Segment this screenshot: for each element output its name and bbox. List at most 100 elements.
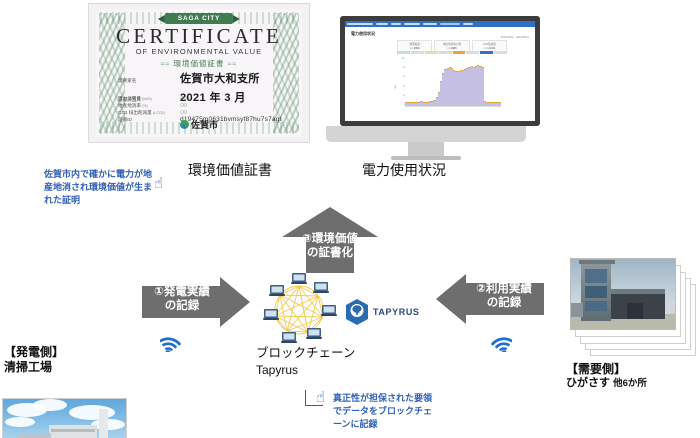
chart-bar <box>477 65 480 106</box>
certificate-metrics: 電力消費量 (kWh) ○○ 地産地消率 (%) ○○ CO2 排出削減量 (t <box>118 95 288 123</box>
metric-row: 電力消費量 (kWh) ○○ <box>118 95 288 102</box>
metric-row: CO2 排出削減量 (t-CO2) ○○ <box>118 109 288 116</box>
metric-row: 地産地消率 (%) ○○ <box>118 102 288 109</box>
metric-value-certificate-id: d19475m0631bvmsyf87hu7s7agl <box>180 116 282 123</box>
browser-menu-item[interactable] <box>391 23 401 25</box>
chart-bar <box>442 73 445 106</box>
demand-site-photo <box>570 258 676 330</box>
chart-y-tick: 20 <box>402 94 405 97</box>
chart-bar <box>457 70 460 106</box>
plant-building-band <box>51 429 95 432</box>
chart-bar <box>424 102 427 106</box>
field-label-month: 証書該当月 <box>118 97 141 102</box>
plant-chimney <box>99 409 108 438</box>
plant-caption: 【発電側】 清掃工場 <box>4 345 64 375</box>
dashboard-stat-cards: 総発電量 ○○ kWh 地産地消電力量 ○○ kWh CO2削減量 ○○ t-C… <box>397 40 507 52</box>
chart-bar <box>459 70 462 106</box>
tapyrus-logo: TAPYRUS <box>345 299 437 325</box>
arrow-up-shape <box>282 207 378 273</box>
stat-card-label: CO2削減量 <box>482 43 496 46</box>
demand-caption-line2: ひがさす 他6か所 <box>566 377 647 391</box>
building-glass-panel <box>585 286 607 298</box>
chart-y-axis: 100806040200 <box>397 58 405 106</box>
metric-label-co2-reduction: CO2 排出削減量 (t-CO2) <box>118 110 180 116</box>
tapyrus-wordmark: TAPYRUS <box>373 307 420 317</box>
certificate-ornament-left <box>99 13 125 133</box>
chart-bar <box>415 102 419 106</box>
chart-y-tick: 60 <box>402 76 405 79</box>
chart-bar <box>494 101 497 106</box>
pointing-hand-icon: ☝ <box>154 175 164 192</box>
photo-cloud <box>91 419 125 430</box>
annotation-blockchain-note: 真正性が担保された要領でデータをブロックチェーンに記録 <box>333 393 433 430</box>
saga-city-swirl-icon <box>179 120 189 129</box>
building-glass-panel <box>585 301 607 311</box>
power-usage-chart: 100806040200 kWh <box>395 56 507 116</box>
chart-plot-area <box>405 58 502 106</box>
photo-cloud <box>33 399 67 411</box>
plant-caption-line2: 清掃工場 <box>4 360 53 374</box>
chart-bar <box>485 101 489 106</box>
stat-card-label: 地産地消電力量 <box>442 43 462 46</box>
arrow-left-label: ①発電実績 の記録 <box>142 286 222 314</box>
chart-bar <box>407 102 410 106</box>
arrow-up-label-line2: の証書化 <box>307 246 353 259</box>
annotation-certificate-note: 佐賀市内で確かに電力が地産地消され環境価値が生まれた証明 <box>44 169 153 206</box>
chart-bar <box>490 101 493 106</box>
certificate-field-row: 需要家名 佐賀市大和支所 <box>118 70 288 86</box>
metric-label-certificate-id: 証書ID <box>118 116 132 122</box>
arrow-usage-record: ②利用実績 の記録 <box>436 274 544 324</box>
blockchain-node-mesh <box>263 273 337 343</box>
saga-city-logo-text: 佐賀市 <box>190 120 218 130</box>
certificate-japanese-title-text: 環境価値証書 <box>173 59 225 68</box>
metric-label-text: 地産地消率 <box>118 102 141 108</box>
building-entrance <box>627 303 643 319</box>
chart-bar <box>499 101 502 106</box>
certificate-footer-logo: 佐賀市 <box>96 118 302 131</box>
building-roof-cap <box>579 260 615 264</box>
laptop-node-icons <box>263 273 337 343</box>
browser-active-tab[interactable] <box>440 23 460 25</box>
arrow-up-label: ③環境価値 の証書化 <box>282 233 378 261</box>
browser-title-bar <box>345 21 535 27</box>
browser-menu-item[interactable] <box>376 23 388 25</box>
arrow-certification: ③環境価値 の証書化 <box>282 207 378 273</box>
chart-bar <box>475 65 478 106</box>
chart-bar <box>429 101 432 106</box>
chart-bar <box>420 101 423 106</box>
chart-bar <box>470 66 473 106</box>
browser-menu-item[interactable] <box>463 23 473 25</box>
monitor-stand-base <box>391 156 461 160</box>
power-plant-photo <box>2 398 127 438</box>
desktop-monitor: 電力使用状況 2021/03/01 - 2021/03/31 総発電量 ○○ k… <box>326 16 554 160</box>
certificate-ornament-bottom <box>100 122 298 134</box>
chart-bar <box>483 101 486 106</box>
chart-y-axis-label: kWh <box>395 84 397 90</box>
browser-menu-item[interactable] <box>423 23 437 25</box>
wifi-icon-shape <box>159 337 182 356</box>
metric-label-text: 電力消費量 <box>118 95 141 101</box>
monitor-bezel: 電力使用状況 2021/03/01 - 2021/03/31 総発電量 ○○ k… <box>340 16 540 126</box>
chart-bar <box>440 81 443 106</box>
demand-site-count: 他6か所 <box>613 378 647 389</box>
metric-unit: (kWh) <box>142 96 152 101</box>
arrow-left-label-line1: ①発電実績 <box>154 286 210 298</box>
chart-bar <box>496 102 500 106</box>
tapyrus-hexagon-icon <box>346 299 368 325</box>
legend-swatch <box>494 51 507 54</box>
annotation-connector-line <box>305 390 323 406</box>
browser-menu-item[interactable] <box>404 23 420 25</box>
ornament-dash-left: ≈≈ <box>160 61 171 68</box>
field-value-consumer-name: 佐賀市大和支所 <box>180 73 260 85</box>
arrow-left-label-line2: の記録 <box>164 299 200 312</box>
chart-bar <box>433 99 436 106</box>
legend-swatch <box>438 51 452 54</box>
arrow-up-label-line1: ③環境価値 <box>302 233 358 245</box>
chart-bar <box>488 102 491 106</box>
metric-label-power-consumption: 電力消費量 (kWh) <box>118 96 180 102</box>
wifi-signal-icon-usage <box>486 330 513 356</box>
environmental-value-certificate: SAGA CITY CERTIFICATE OF ENVIRONMENTAL V… <box>88 3 310 143</box>
chart-y-tick: 100 <box>401 58 405 60</box>
metric-value-co2-reduction: ○○ <box>180 109 188 116</box>
